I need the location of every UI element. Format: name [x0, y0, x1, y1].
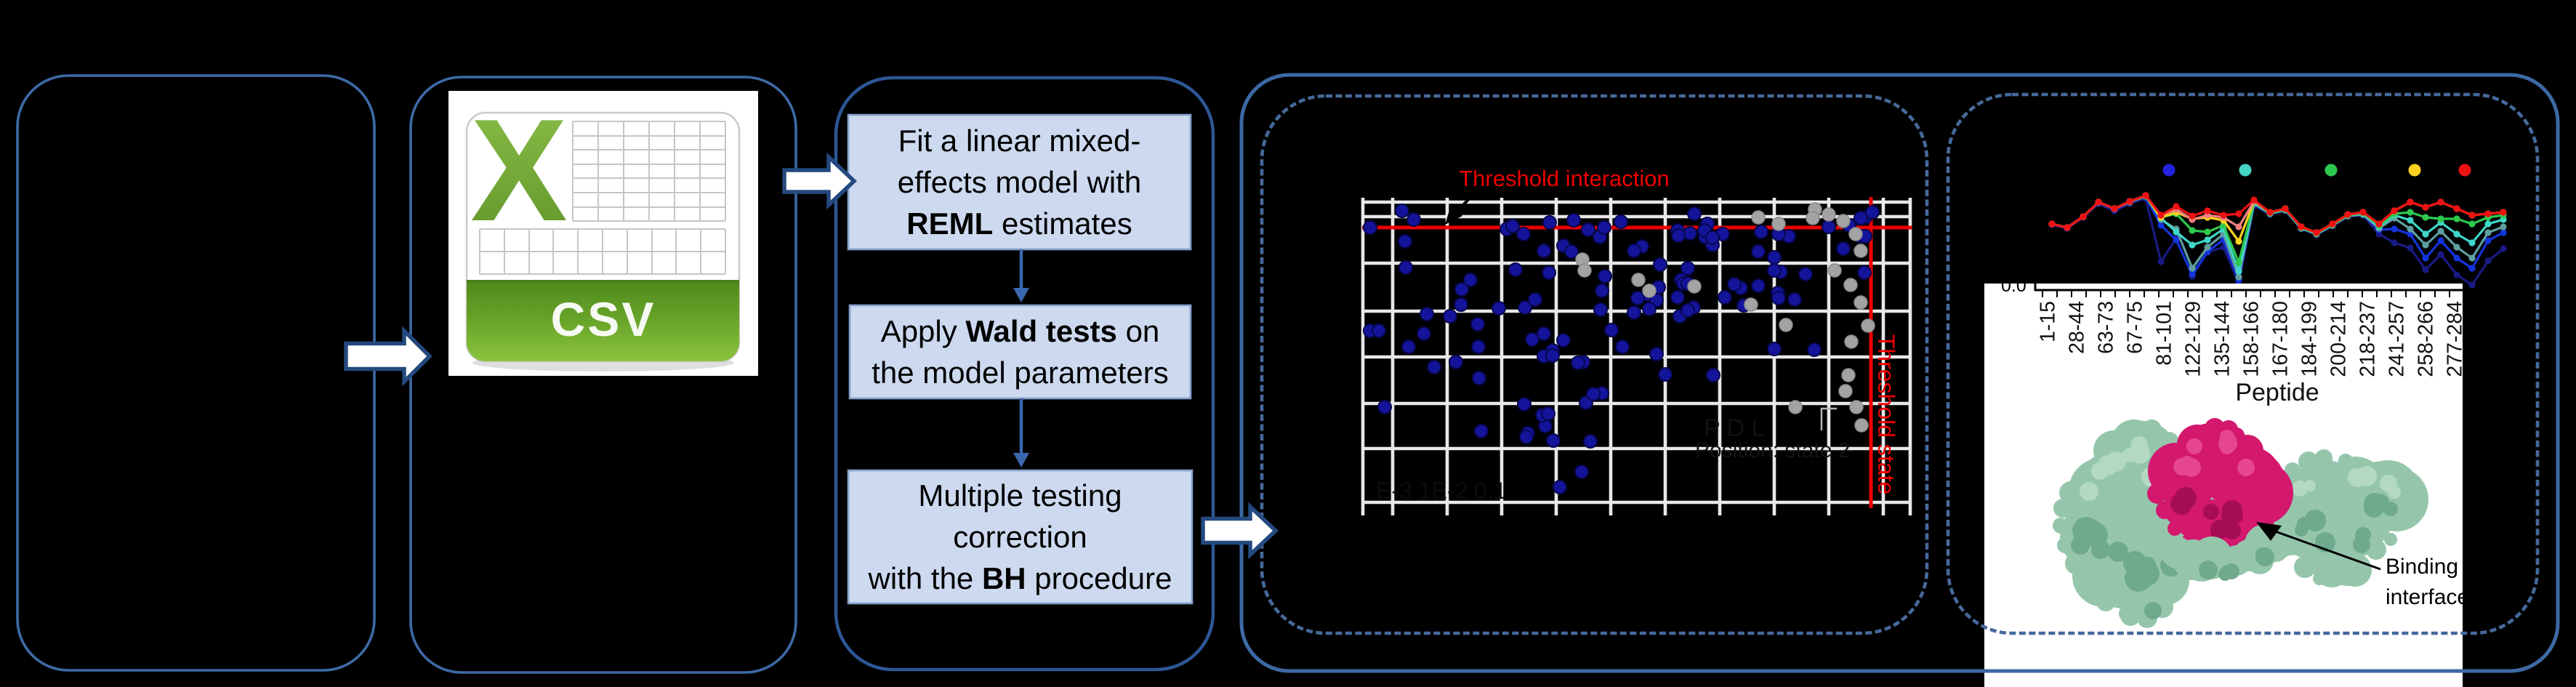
svg-text:Position: state 2: Position: state 2 — [1695, 438, 1850, 462]
svg-text:Threshold state: Threshold state — [1873, 334, 1899, 495]
svg-text:122-129: 122-129 — [2182, 301, 2205, 377]
svg-text:184-199: 184-199 — [2298, 301, 2322, 377]
svg-text:158-166: 158-166 — [2240, 301, 2263, 377]
svg-text:258-266: 258-266 — [2415, 301, 2438, 377]
svg-text:correction: correction — [953, 520, 1087, 554]
svg-text:135-144: 135-144 — [2211, 301, 2234, 377]
svg-text:0.0: 0.0 — [2001, 276, 2026, 296]
svg-text:E-3 1E-2 0.1: E-3 1E-2 0.1 — [1376, 478, 1507, 504]
svg-text:241-257: 241-257 — [2386, 301, 2409, 377]
svg-text:Apply Wald tests on: Apply Wald tests on — [881, 314, 1160, 348]
svg-text:Multiple testing: Multiple testing — [918, 478, 1122, 513]
svg-text:81-101: 81-101 — [2153, 301, 2176, 366]
svg-text:effects model with: effects model with — [898, 165, 1141, 199]
svg-text:277-284: 277-284 — [2444, 301, 2467, 377]
svg-text:the model parameters: the model parameters — [872, 355, 1169, 390]
svg-text:28-44: 28-44 — [2066, 301, 2089, 354]
svg-text:Threshold interaction: Threshold interaction — [1459, 166, 1670, 191]
svg-text:P D L: P D L — [1704, 414, 1765, 442]
svg-text:Peptide: Peptide — [2235, 379, 2319, 406]
svg-text:CSV: CSV — [551, 292, 656, 346]
svg-text:1-15: 1-15 — [2037, 301, 2060, 342]
svg-text:with the BH procedure: with the BH procedure — [868, 561, 1172, 595]
svg-text:interface: interface — [2386, 585, 2469, 609]
svg-text:200-214: 200-214 — [2327, 301, 2351, 377]
svg-text:Binding: Binding — [2386, 555, 2458, 579]
svg-text:X: X — [470, 89, 567, 252]
svg-text:167-180: 167-180 — [2269, 301, 2293, 377]
svg-text:REML estimates: REML estimates — [906, 206, 1132, 241]
svg-text:67-75: 67-75 — [2124, 301, 2147, 354]
svg-text:Fit a linear mixed-: Fit a linear mixed- — [898, 124, 1141, 158]
svg-text:63-73: 63-73 — [2095, 301, 2118, 354]
svg-text:218-237: 218-237 — [2356, 301, 2380, 377]
